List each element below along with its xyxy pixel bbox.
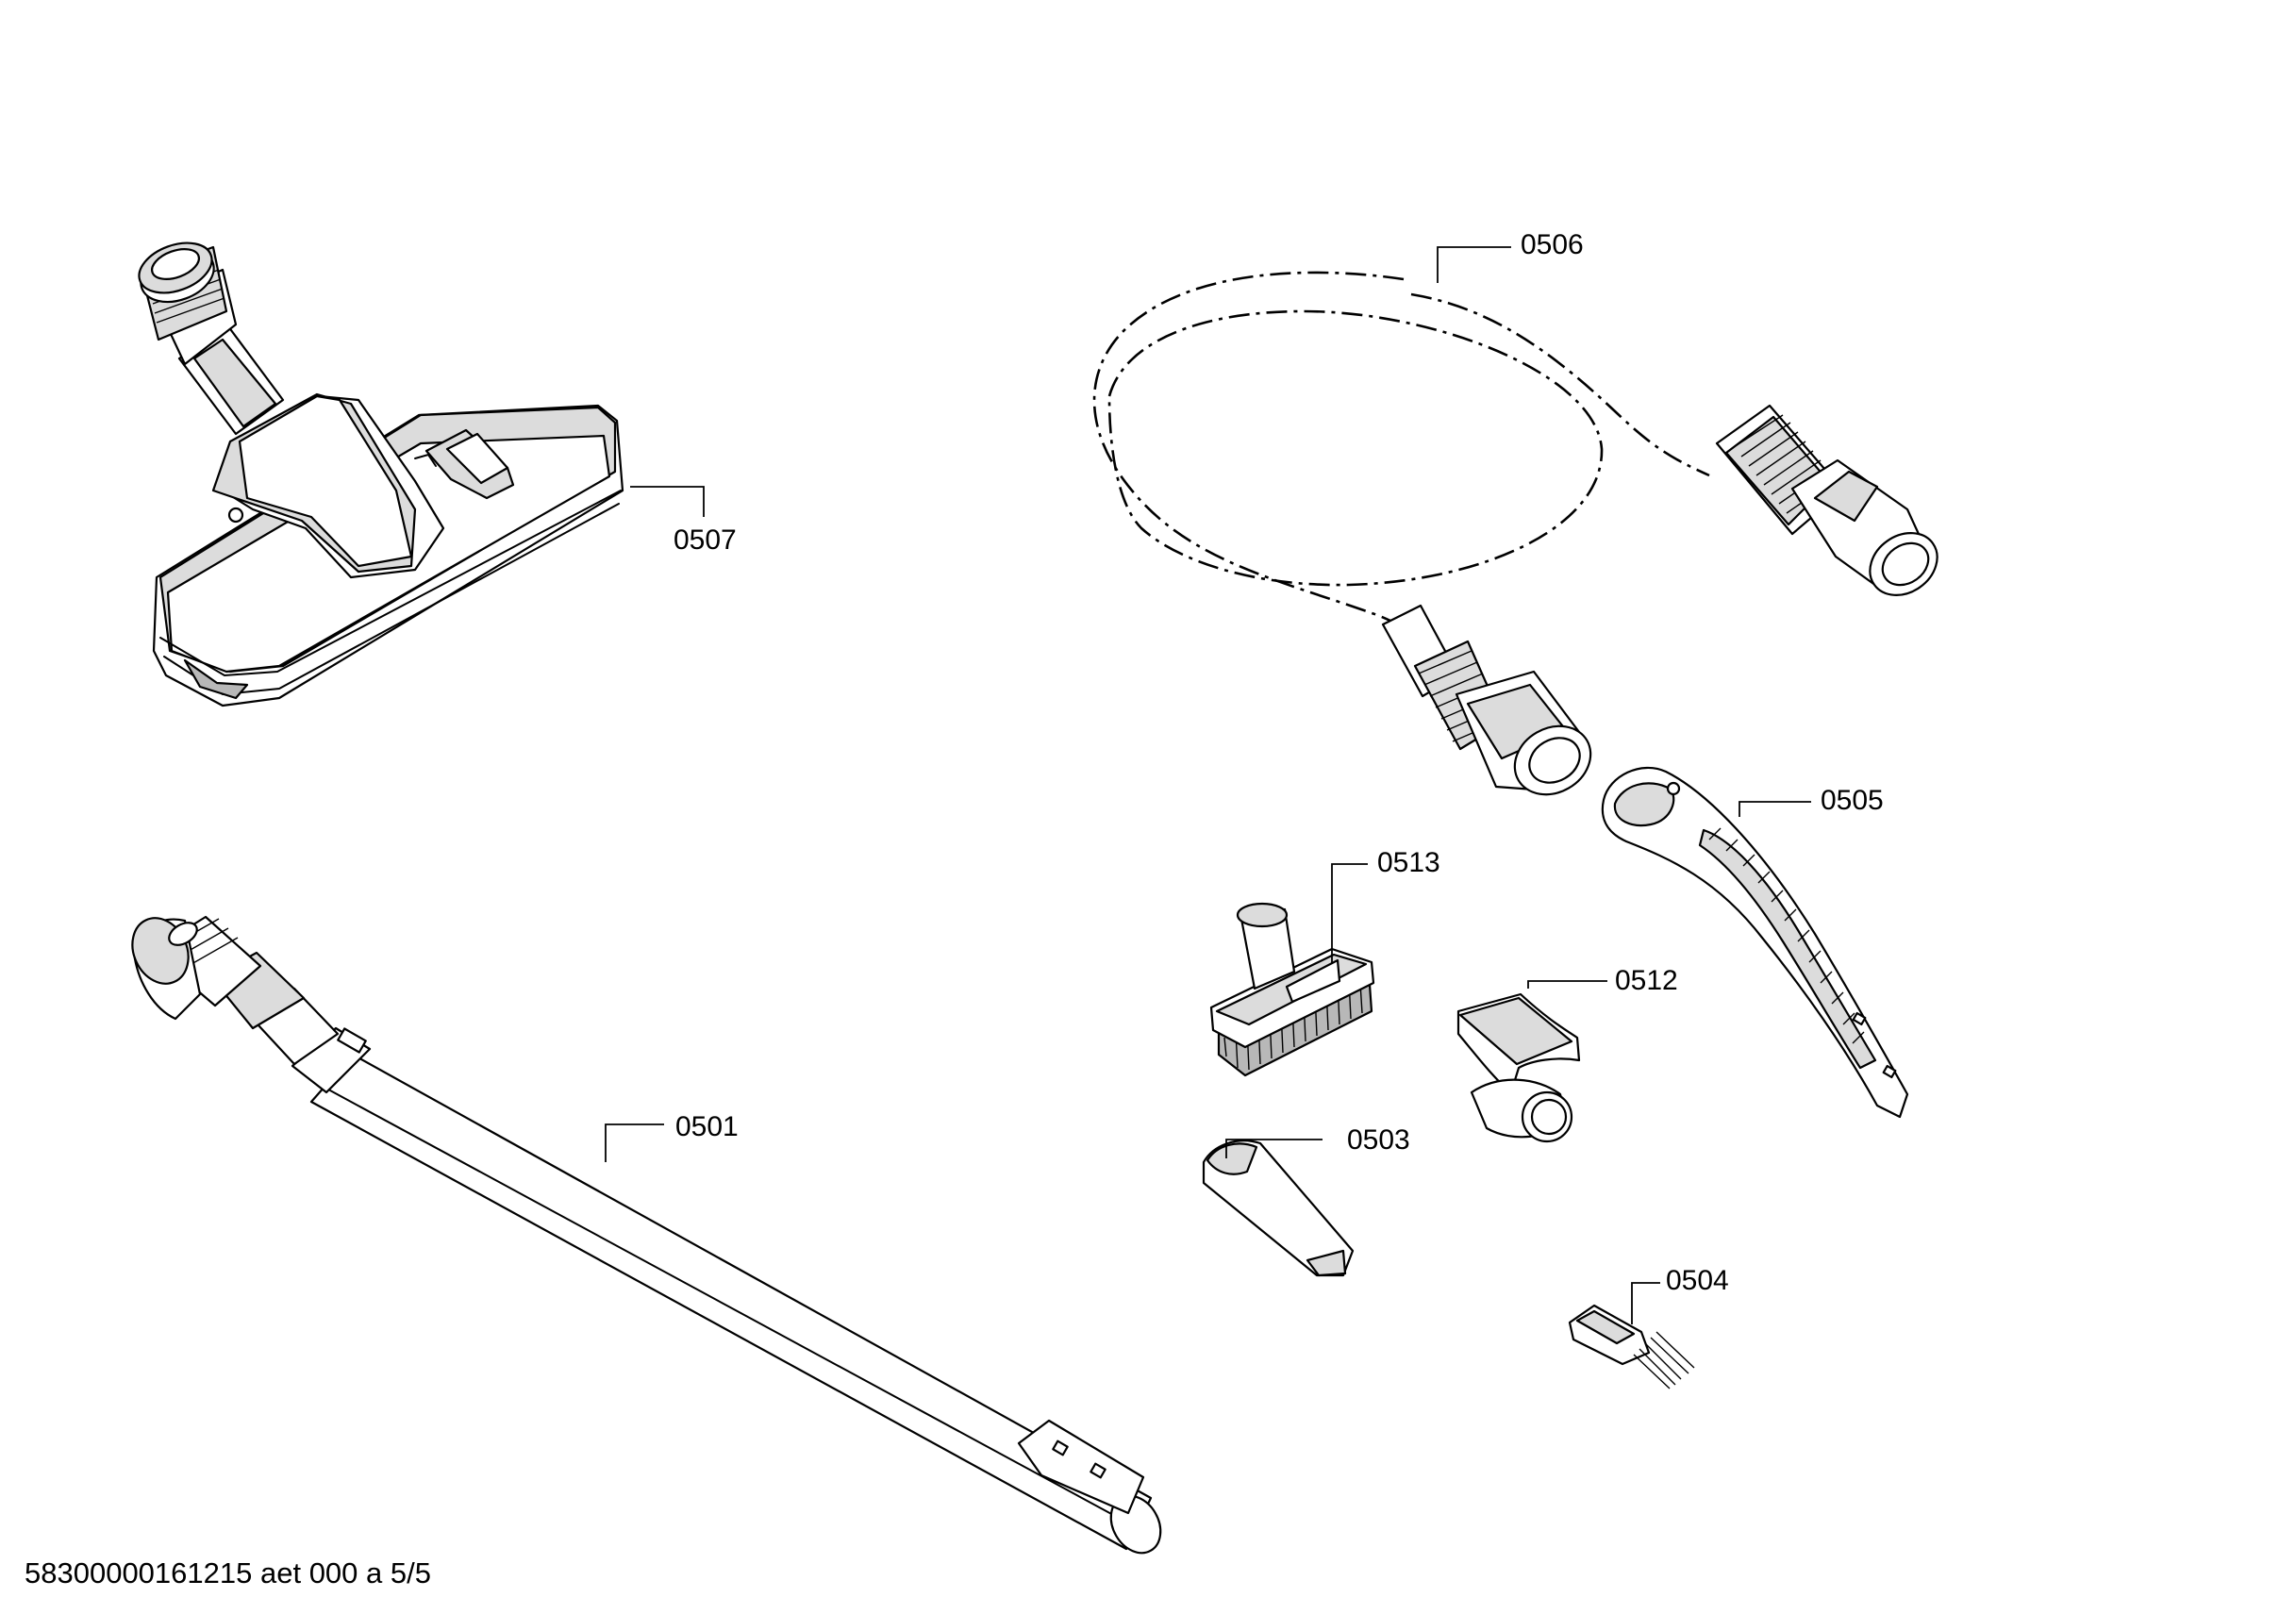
crevice-nozzle-drawing [1202, 1139, 1355, 1277]
part-label-0501: 0501 [675, 1111, 739, 1142]
part-label-0506: 0506 [1521, 229, 1584, 260]
telescopic-tube-drawing [131, 915, 1162, 1555]
part-label-0505: 0505 [1821, 785, 1884, 816]
part-label-0504: 0504 [1666, 1265, 1729, 1296]
tool-clip-drawing [1456, 980, 1607, 1143]
part-label-0512: 0512 [1615, 965, 1678, 996]
document-id-footer: 58300000161215 aet 000 a 5/5 [25, 1556, 431, 1589]
cleaning-brush-drawing [1568, 1282, 1695, 1389]
floor-nozzle-drawing [138, 241, 705, 707]
part-label-0513: 0513 [1377, 847, 1440, 878]
upholstery-brush-drawing [1209, 863, 1375, 1077]
part-label-0507: 0507 [674, 524, 737, 556]
hose-handle-drawing [1601, 766, 1909, 1119]
suction-hose-drawing [1092, 246, 1938, 796]
part-label-0503: 0503 [1347, 1124, 1410, 1156]
